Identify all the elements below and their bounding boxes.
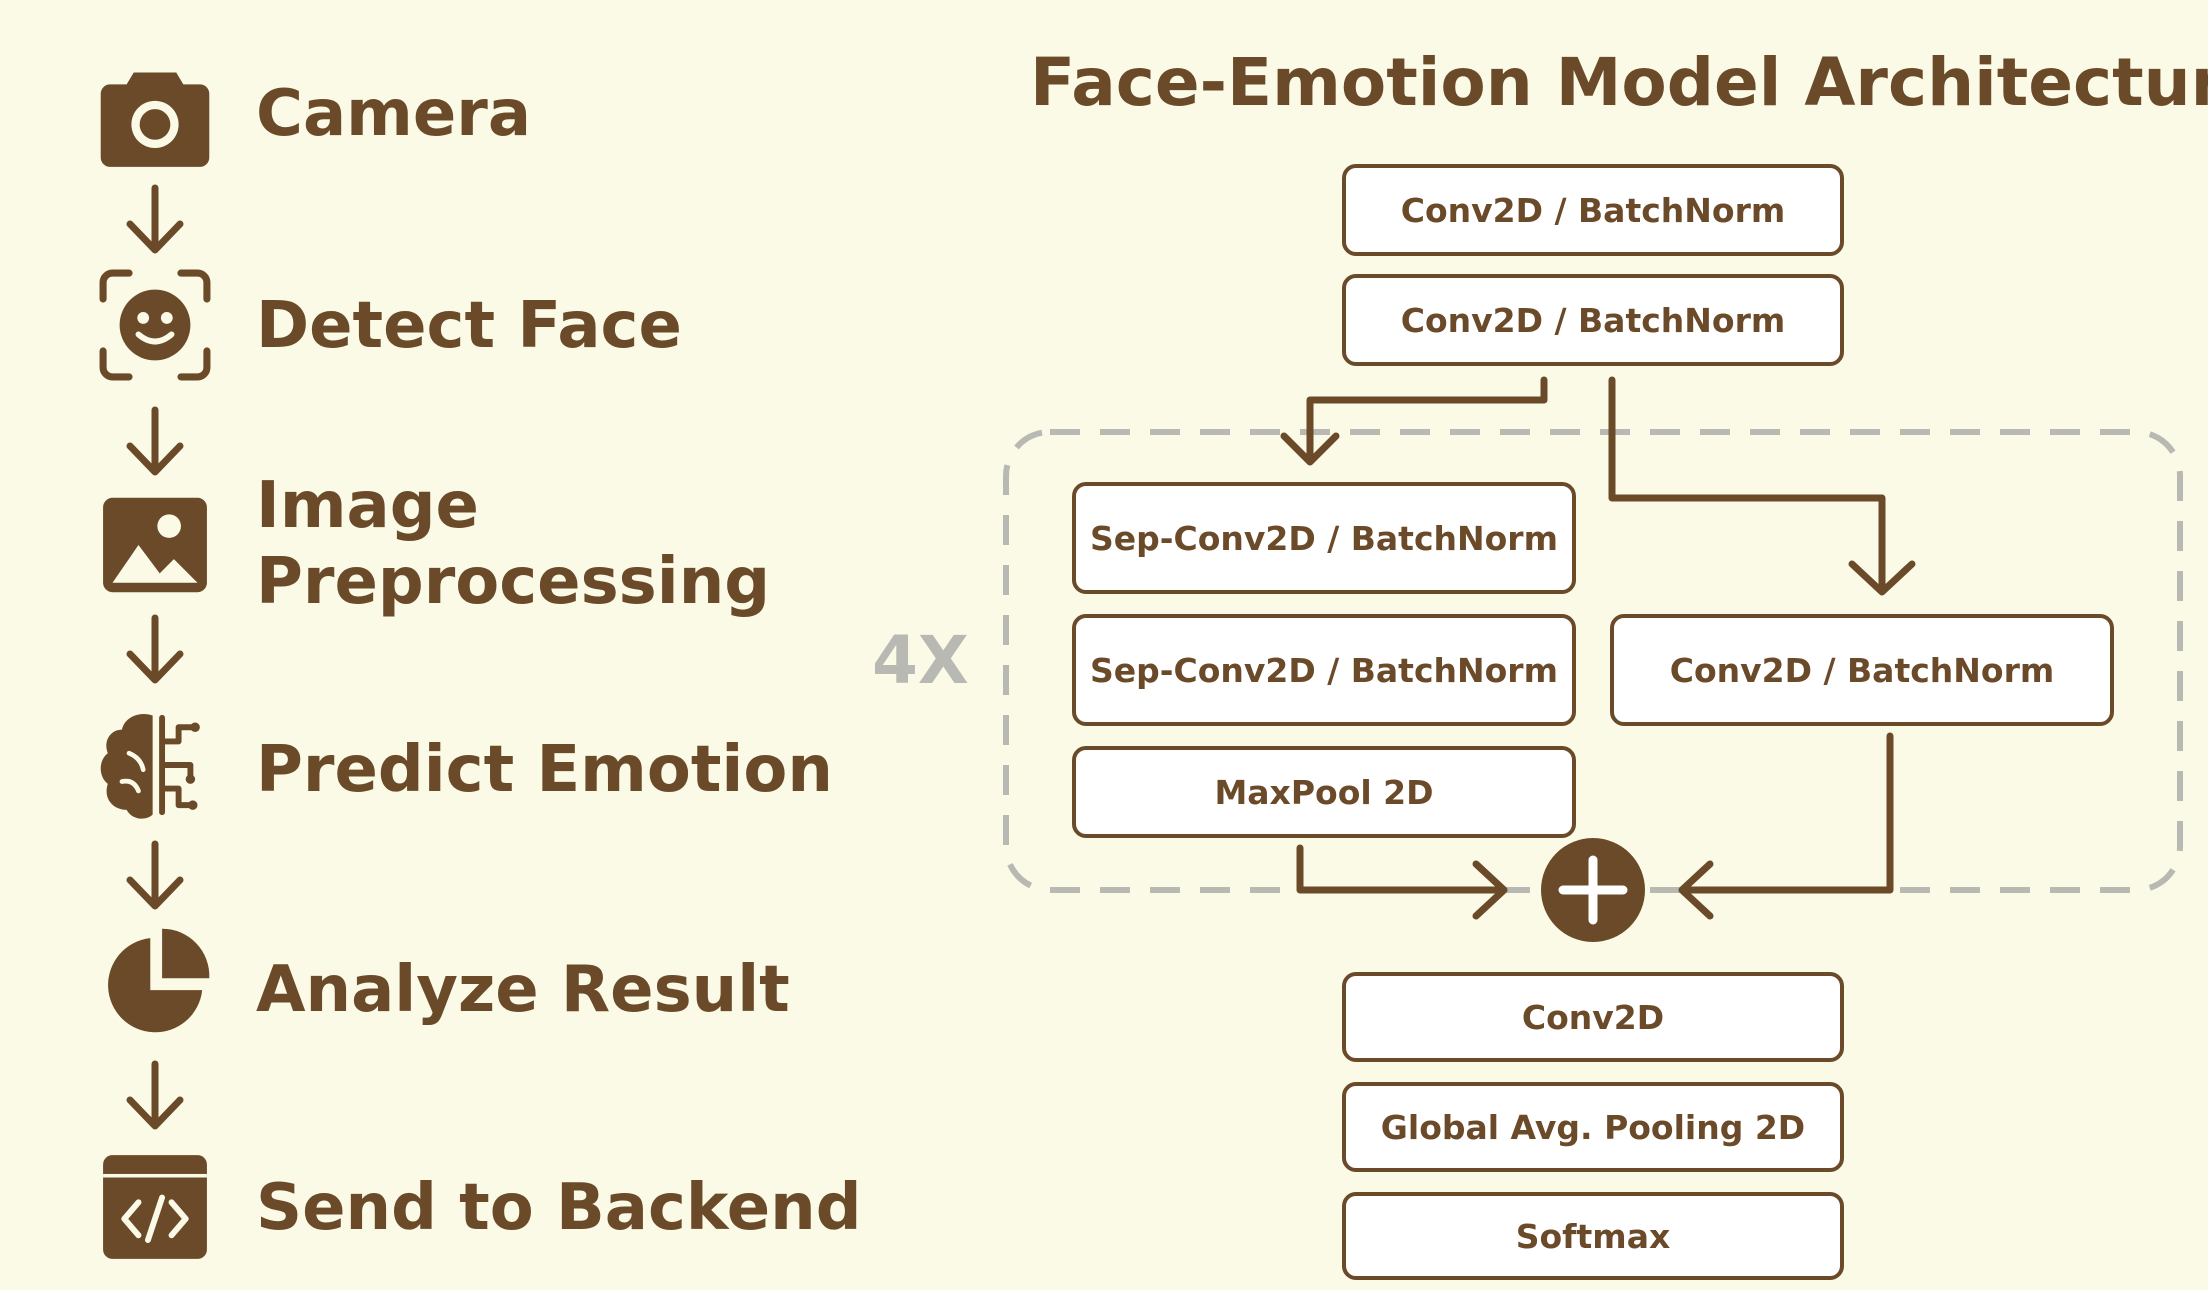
connector-maxpool-to-add (1296, 844, 1504, 894)
pie-chart-icon (96, 924, 214, 1042)
layer-residual-conv2d-batchnorm: Conv2D / BatchNorm (1610, 614, 2114, 726)
layer-sep-conv2d-batchnorm-1: Sep-Conv2D / BatchNorm (1072, 482, 1576, 594)
connector-residual-to-add (1682, 732, 1894, 894)
repeat-label: 4X (872, 622, 969, 699)
arrow-down-icon (124, 184, 186, 256)
arrowhead-left (1678, 860, 1714, 920)
connector-to-sep-branch (1306, 376, 1548, 464)
step-label-image: Image (256, 469, 479, 543)
arrow-down-icon (124, 406, 186, 478)
step-label-analyze-result: Analyze Result (256, 953, 790, 1027)
camera-icon (96, 56, 214, 174)
face-scan-icon (96, 266, 214, 384)
arrowhead-down (1280, 432, 1340, 466)
layer-conv2d-batchnorm-1: Conv2D / BatchNorm (1342, 164, 1844, 256)
step-label-predict-emotion: Predict Emotion (256, 733, 833, 807)
code-window-icon (96, 1148, 214, 1266)
brain-icon (96, 706, 214, 824)
arrowhead-down (1848, 560, 1916, 596)
layer-conv2d-batchnorm-2: Conv2D / BatchNorm (1342, 274, 1844, 366)
arrow-down-icon (124, 614, 186, 686)
arrow-down-icon (124, 840, 186, 912)
arrowhead-right (1472, 860, 1508, 920)
step-label-detect-face: Detect Face (256, 289, 682, 363)
connector-to-residual-branch (1608, 376, 1886, 592)
diagram-title: Face-Emotion Model Architecture (1030, 44, 2208, 121)
image-icon (96, 486, 214, 604)
layer-sep-conv2d-batchnorm-2: Sep-Conv2D / BatchNorm (1072, 614, 1576, 726)
layer-conv2d-output: Conv2D (1342, 972, 1844, 1062)
layer-global-avg-pooling-2d: Global Avg. Pooling 2D (1342, 1082, 1844, 1172)
layer-softmax: Softmax (1342, 1192, 1844, 1280)
step-label-send-to-backend: Send to Backend (256, 1171, 862, 1245)
arrow-down-icon (124, 1060, 186, 1132)
step-label-preprocessing: Preprocessing (256, 545, 771, 619)
layer-maxpool-2d: MaxPool 2D (1072, 746, 1576, 838)
plus-icon (1558, 855, 1628, 925)
step-label-camera: Camera (256, 77, 531, 151)
